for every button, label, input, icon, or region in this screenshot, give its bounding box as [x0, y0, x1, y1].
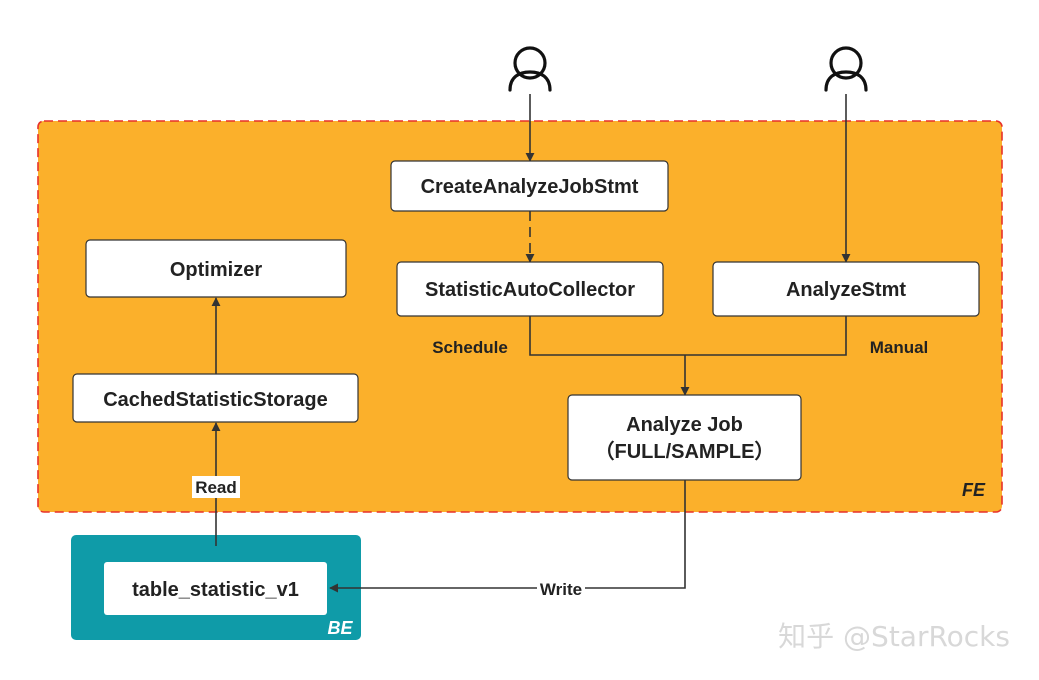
edge-label-manual: Manual — [870, 338, 929, 357]
edge-label-read-background — [192, 476, 240, 498]
node-create-analyze-job-stmt-label: CreateAnalyzeJobStmt — [421, 176, 639, 198]
edge-analyze-job-to-table-statistic — [329, 480, 686, 593]
user-icon — [508, 46, 552, 92]
node-analyze-job-label-line2: （FULL/SAMPLE） — [595, 440, 775, 463]
edge-label-write-background — [537, 579, 585, 599]
node-table-statistic-v1-label: table_statistic_v1 — [132, 579, 299, 601]
node-create-analyze-job-stmt: CreateAnalyzeJobStmt — [390, 160, 669, 212]
edge-analyze-stmt-merge — [685, 316, 847, 356]
node-cached-statistic-storage: CachedStatisticStorage — [72, 373, 359, 423]
node-statistic-auto-collector-label: StatisticAutoCollector — [425, 279, 635, 301]
edges — [211, 94, 851, 593]
edge-label-read: Read — [195, 478, 237, 497]
fe-region-label: FE — [962, 480, 986, 500]
edge-label-write-group: Write — [537, 579, 585, 599]
edge-label-write: Write — [540, 580, 582, 599]
edge-label-read-group: Read — [192, 476, 240, 498]
node-analyze-stmt-label: AnalyzeStmt — [786, 279, 906, 301]
edge-label-schedule: Schedule — [432, 338, 508, 357]
edge-auto-collector-merge — [529, 316, 685, 356]
node-analyze-stmt: AnalyzeStmt — [712, 261, 980, 317]
node-optimizer-label: Optimizer — [170, 259, 262, 281]
node-statistic-auto-collector: StatisticAutoCollector — [396, 261, 664, 317]
node-table-statistic-v1: table_statistic_v1 — [104, 562, 327, 615]
watermark: 知乎 @StarRocks — [778, 620, 1010, 653]
node-cached-statistic-storage-label: CachedStatisticStorage — [103, 389, 328, 411]
be-region-label: BE — [327, 618, 353, 638]
node-analyze-job: Analyze Job （FULL/SAMPLE） — [567, 394, 802, 481]
node-optimizer: Optimizer — [85, 239, 347, 298]
node-analyze-job-label-line1: Analyze Job — [626, 414, 743, 436]
user-icon — [824, 46, 868, 92]
